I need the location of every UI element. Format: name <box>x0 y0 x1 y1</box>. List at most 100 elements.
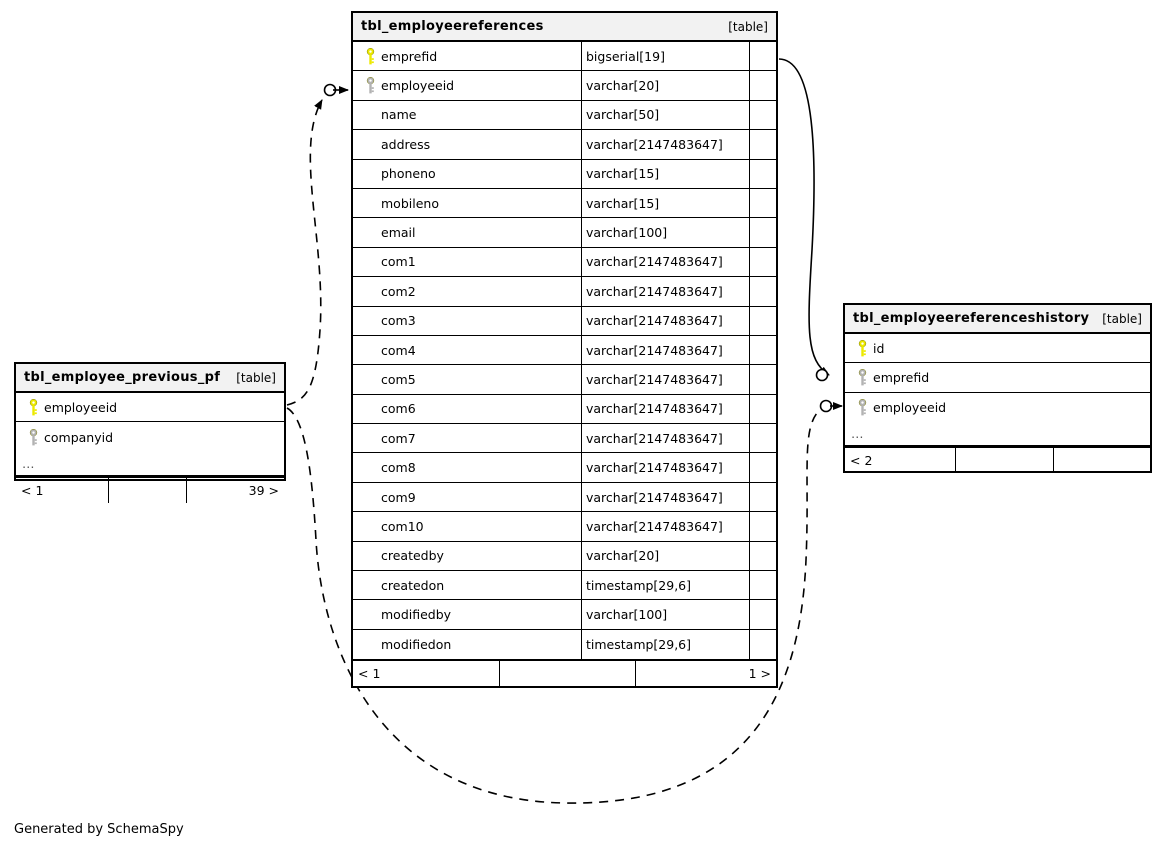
table-row[interactable]: phoneno varchar[15] <box>353 159 776 189</box>
table-row[interactable]: com10 varchar[2147483647] <box>353 512 776 542</box>
edge-emprefid-solid <box>778 58 830 382</box>
column-spacer-cell <box>749 218 776 247</box>
table-type-tag: [table] <box>236 370 276 385</box>
table-row[interactable]: com7 varchar[2147483647] <box>353 424 776 454</box>
column-name: companyid <box>44 429 114 445</box>
footer-next-link <box>1053 448 1150 474</box>
column-spacer-cell <box>749 394 776 424</box>
table-row[interactable]: employeeid varchar[20] <box>353 71 776 101</box>
table-title: tbl_employeereferenceshistory <box>853 311 1090 326</box>
column-name-cell: emprefid <box>845 363 1150 391</box>
table-row[interactable]: companyid <box>16 422 284 451</box>
column-spacer-cell <box>749 159 776 188</box>
table-row[interactable]: id <box>845 334 1150 364</box>
column-list: id emprefid employeeid <box>845 334 1150 422</box>
column-type-cell: varchar[2147483647] <box>581 394 749 424</box>
column-name-cell: com8 <box>353 453 581 481</box>
column-name-cell: com4 <box>353 336 581 364</box>
column-name-cell: com1 <box>353 248 581 276</box>
column-name: name <box>381 107 417 123</box>
column-name: com10 <box>381 518 424 534</box>
column-type-cell: timestamp[29,6] <box>581 629 749 660</box>
column-name: com6 <box>381 401 416 417</box>
column-name: address <box>381 136 431 152</box>
column-spacer-cell <box>749 277 776 306</box>
column-name-cell: com3 <box>353 307 581 335</box>
column-name: id <box>873 340 885 356</box>
column-name-cell: com5 <box>353 365 581 393</box>
footer-middle-cell <box>499 661 635 687</box>
column-name: employeeid <box>381 78 455 94</box>
footer-next-link[interactable]: 1 > <box>635 661 776 687</box>
column-name: phoneno <box>381 166 436 182</box>
column-type-cell: varchar[100] <box>581 600 749 629</box>
column-name: employeeid <box>873 399 947 415</box>
table-header: tbl_employee_previous_pf [table] <box>16 364 284 393</box>
column-name: modifiedby <box>381 607 452 623</box>
column-type-cell: varchar[20] <box>581 71 749 100</box>
primary-key-icon <box>851 339 873 357</box>
column-name: employeeid <box>44 399 118 415</box>
footer-prev-link[interactable]: < 2 <box>850 453 873 469</box>
column-type-cell: varchar[2147483647] <box>581 453 749 482</box>
table-footer: < 1 1 > <box>353 659 776 687</box>
generated-by-caption: Generated by SchemaSpy <box>14 822 184 837</box>
column-spacer-cell <box>749 188 776 218</box>
column-type-cell: varchar[2147483647] <box>581 424 749 453</box>
table-row[interactable]: emprefid <box>845 363 1150 393</box>
table-header: tbl_employeereferenceshistory [table] <box>845 305 1150 334</box>
column-name: com1 <box>381 254 416 270</box>
primary-key-icon <box>22 398 44 416</box>
column-name-cell: com10 <box>353 512 581 540</box>
column-name: emprefid <box>873 370 930 386</box>
footer-next-link[interactable]: 39 > <box>186 477 284 503</box>
table-row[interactable]: modifiedby varchar[100] <box>353 600 776 630</box>
column-name: createdon <box>381 577 445 593</box>
column-spacer-cell <box>749 512 776 541</box>
column-name: emprefid <box>381 48 438 64</box>
column-type-cell: varchar[2147483647] <box>581 335 749 365</box>
column-name: com2 <box>381 283 416 299</box>
table-tbl_employee_previous_pf[interactable]: tbl_employee_previous_pf [table] employe… <box>14 362 286 503</box>
footer-prev-link[interactable]: < 1 <box>21 482 44 498</box>
column-name: com8 <box>381 460 416 476</box>
column-name-cell: employeeid <box>845 393 1150 422</box>
more-columns-indicator: … <box>16 452 284 476</box>
footer-prev-link[interactable]: < 1 <box>358 666 381 682</box>
table-footer: < 2 <box>845 446 1150 474</box>
footer-middle-cell <box>955 448 1053 474</box>
table-type-tag: [table] <box>1102 311 1142 326</box>
column-type-cell: varchar[15] <box>581 159 749 188</box>
table-row[interactable]: employeeid <box>845 393 1150 422</box>
column-type-cell: varchar[100] <box>581 218 749 247</box>
column-spacer-cell <box>749 629 776 660</box>
column-name: com7 <box>381 430 416 446</box>
primary-key-icon <box>359 47 381 65</box>
column-spacer-cell <box>749 130 776 159</box>
column-type-cell: varchar[2147483647] <box>581 512 749 541</box>
column-name-cell: name <box>353 101 581 129</box>
table-tbl_employeereferenceshistory[interactable]: tbl_employeereferenceshistory [table] id… <box>843 303 1152 474</box>
table-row[interactable]: employeeid <box>16 393 284 423</box>
column-spacer-cell <box>749 600 776 629</box>
table-row[interactable]: com8 varchar[2147483647] <box>353 453 776 483</box>
table-row[interactable]: com6 varchar[2147483647] <box>353 394 776 425</box>
column-type-cell: varchar[15] <box>581 188 749 218</box>
column-name-cell: com2 <box>353 277 581 305</box>
